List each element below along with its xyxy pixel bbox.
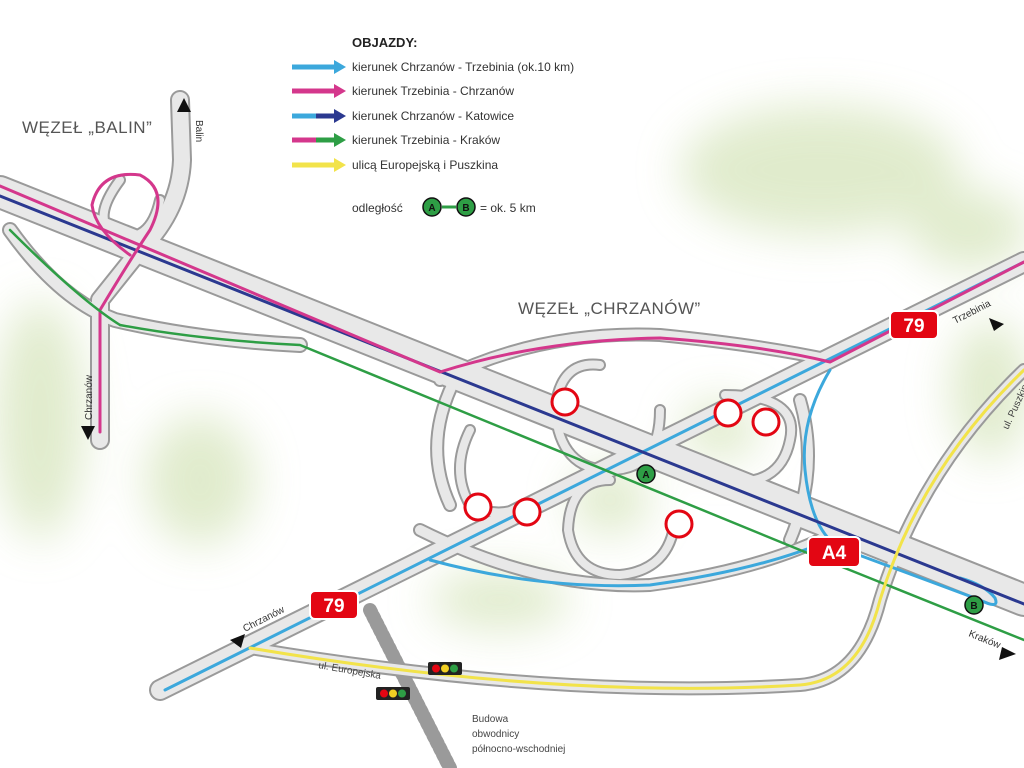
- road-79-shield-right: 79: [889, 310, 939, 340]
- closure-marker: [751, 407, 781, 437]
- route-blue: [163, 260, 1024, 692]
- svg-text:kierunek Chrzanów - Trzebinia: kierunek Chrzanów - Trzebinia (ok.10 km): [352, 60, 574, 74]
- direction-chrzanow-north: Chrzanów: [81, 374, 95, 440]
- route-magenta-loop: [90, 172, 160, 434]
- svg-text:B: B: [462, 203, 469, 214]
- svg-text:A4: A4: [822, 543, 847, 564]
- node-b: B: [964, 595, 984, 615]
- direction-balin: Balin: [177, 98, 204, 142]
- route-yellow: [248, 368, 1024, 690]
- node-b-label: B: [970, 601, 977, 612]
- closure-marker: [512, 497, 542, 527]
- a4-motorway-shield: A4: [807, 536, 861, 568]
- traffic-light-icon: [376, 687, 410, 700]
- closure-marker: [713, 398, 743, 428]
- traffic-light-icon: [428, 662, 462, 675]
- construction-note: Budowa obwodnicy północno-wschodniej: [472, 714, 565, 755]
- route-magenta: [0, 184, 1024, 374]
- svg-text:A: A: [428, 203, 435, 214]
- legend-distance: odległość A B = ok. 5 km: [352, 197, 536, 217]
- svg-text:79: 79: [903, 316, 924, 337]
- route-blue-ramp: [428, 538, 832, 588]
- closure-marker: [664, 509, 694, 539]
- legend-item-magenta: kierunek Trzebinia - Chrzanów: [292, 84, 514, 98]
- svg-text:79: 79: [323, 596, 344, 617]
- balin-junction-label: WĘZEŁ „BALIN”: [22, 118, 152, 137]
- legend-item-yellow: ulicą Europejską i Puszkina: [292, 158, 498, 172]
- svg-text:Chrzanów: Chrzanów: [84, 374, 95, 420]
- route-green: [118, 323, 1024, 642]
- svg-text:odległość: odległość: [352, 201, 403, 215]
- legend-item-green: kierunek Trzebinia - Kraków: [292, 133, 500, 147]
- closures: [463, 387, 781, 539]
- chrzanow-junction-label: WĘZEŁ „CHRZANÓW”: [518, 299, 701, 318]
- construction-note-line: obwodnicy: [472, 729, 519, 740]
- route-green-link: [8, 228, 122, 327]
- node-a-label: A: [642, 470, 649, 481]
- closure-marker: [550, 387, 580, 417]
- route-navy: [0, 194, 1024, 606]
- construction-note-line: północno-wschodniej: [472, 744, 565, 755]
- legend-item-navy: kierunek Chrzanów - Katowice: [292, 109, 514, 123]
- svg-text:kierunek Chrzanów - Katowice: kierunek Chrzanów - Katowice: [352, 109, 514, 123]
- legend: OBJAZDY: kierunek Chrzanów - Trzebinia (…: [292, 35, 574, 217]
- svg-text:kierunek Trzebinia - Chrzanów: kierunek Trzebinia - Chrzanów: [352, 84, 514, 98]
- svg-text:Balin: Balin: [193, 120, 204, 142]
- detour-routes: [0, 172, 1024, 692]
- node-a: A: [636, 464, 656, 484]
- svg-text:= ok. 5 km: = ok. 5 km: [480, 201, 536, 215]
- road-79-shield-left: 79: [309, 590, 359, 620]
- legend-item-blue: kierunek Chrzanów - Trzebinia (ok.10 km): [292, 60, 574, 74]
- legend-title: OBJAZDY:: [352, 35, 417, 50]
- svg-text:Kraków: Kraków: [967, 629, 1003, 652]
- svg-text:kierunek Trzebinia - Kraków: kierunek Trzebinia - Kraków: [352, 133, 500, 147]
- construction-note-line: Budowa: [472, 714, 509, 725]
- svg-text:ulicą Europejską i Puszkina: ulicą Europejską i Puszkina: [352, 158, 498, 172]
- closure-marker: [463, 492, 493, 522]
